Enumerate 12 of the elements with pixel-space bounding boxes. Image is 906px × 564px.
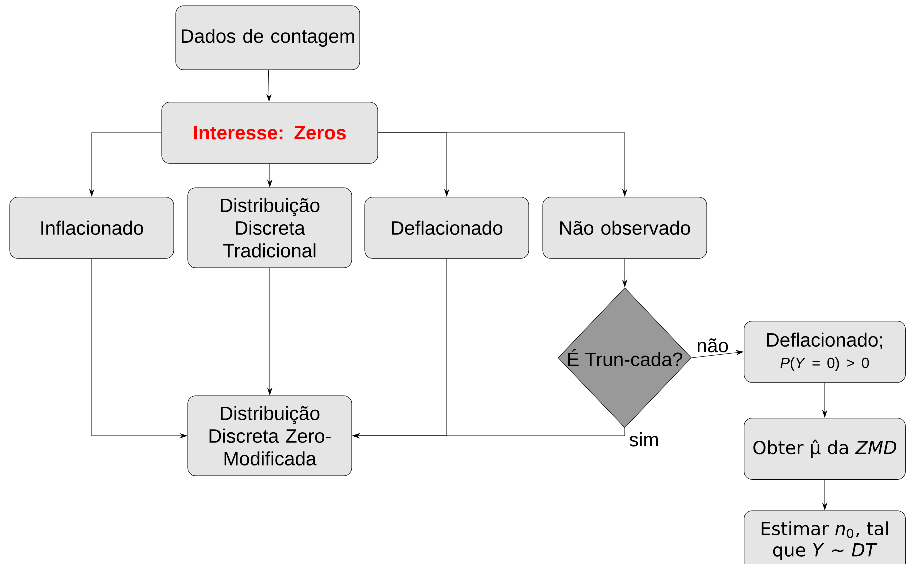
process-box: Deflacionado — [364, 197, 530, 259]
process-box: Inflacionado — [10, 197, 174, 259]
process-box: Distribuição Discreta Zero-Modificada — [188, 396, 352, 476]
process-box: Estimar n$_{0}$, tal que Y ∼ DT — [744, 510, 906, 564]
process-box: Deflacionado; P(Y = 0) > 0 — [744, 321, 906, 383]
process-box: Interesse: Zeros — [162, 102, 378, 164]
edge-label: sim — [630, 432, 658, 447]
process-box: Distribuição Discreta Tradicional — [188, 188, 352, 268]
edge-label: não — [698, 338, 728, 353]
process-box: Dados de contagem — [176, 6, 360, 70]
process-box: Não observado — [542, 197, 708, 259]
process-box: Obter μ̂ da ZMD — [744, 418, 906, 480]
